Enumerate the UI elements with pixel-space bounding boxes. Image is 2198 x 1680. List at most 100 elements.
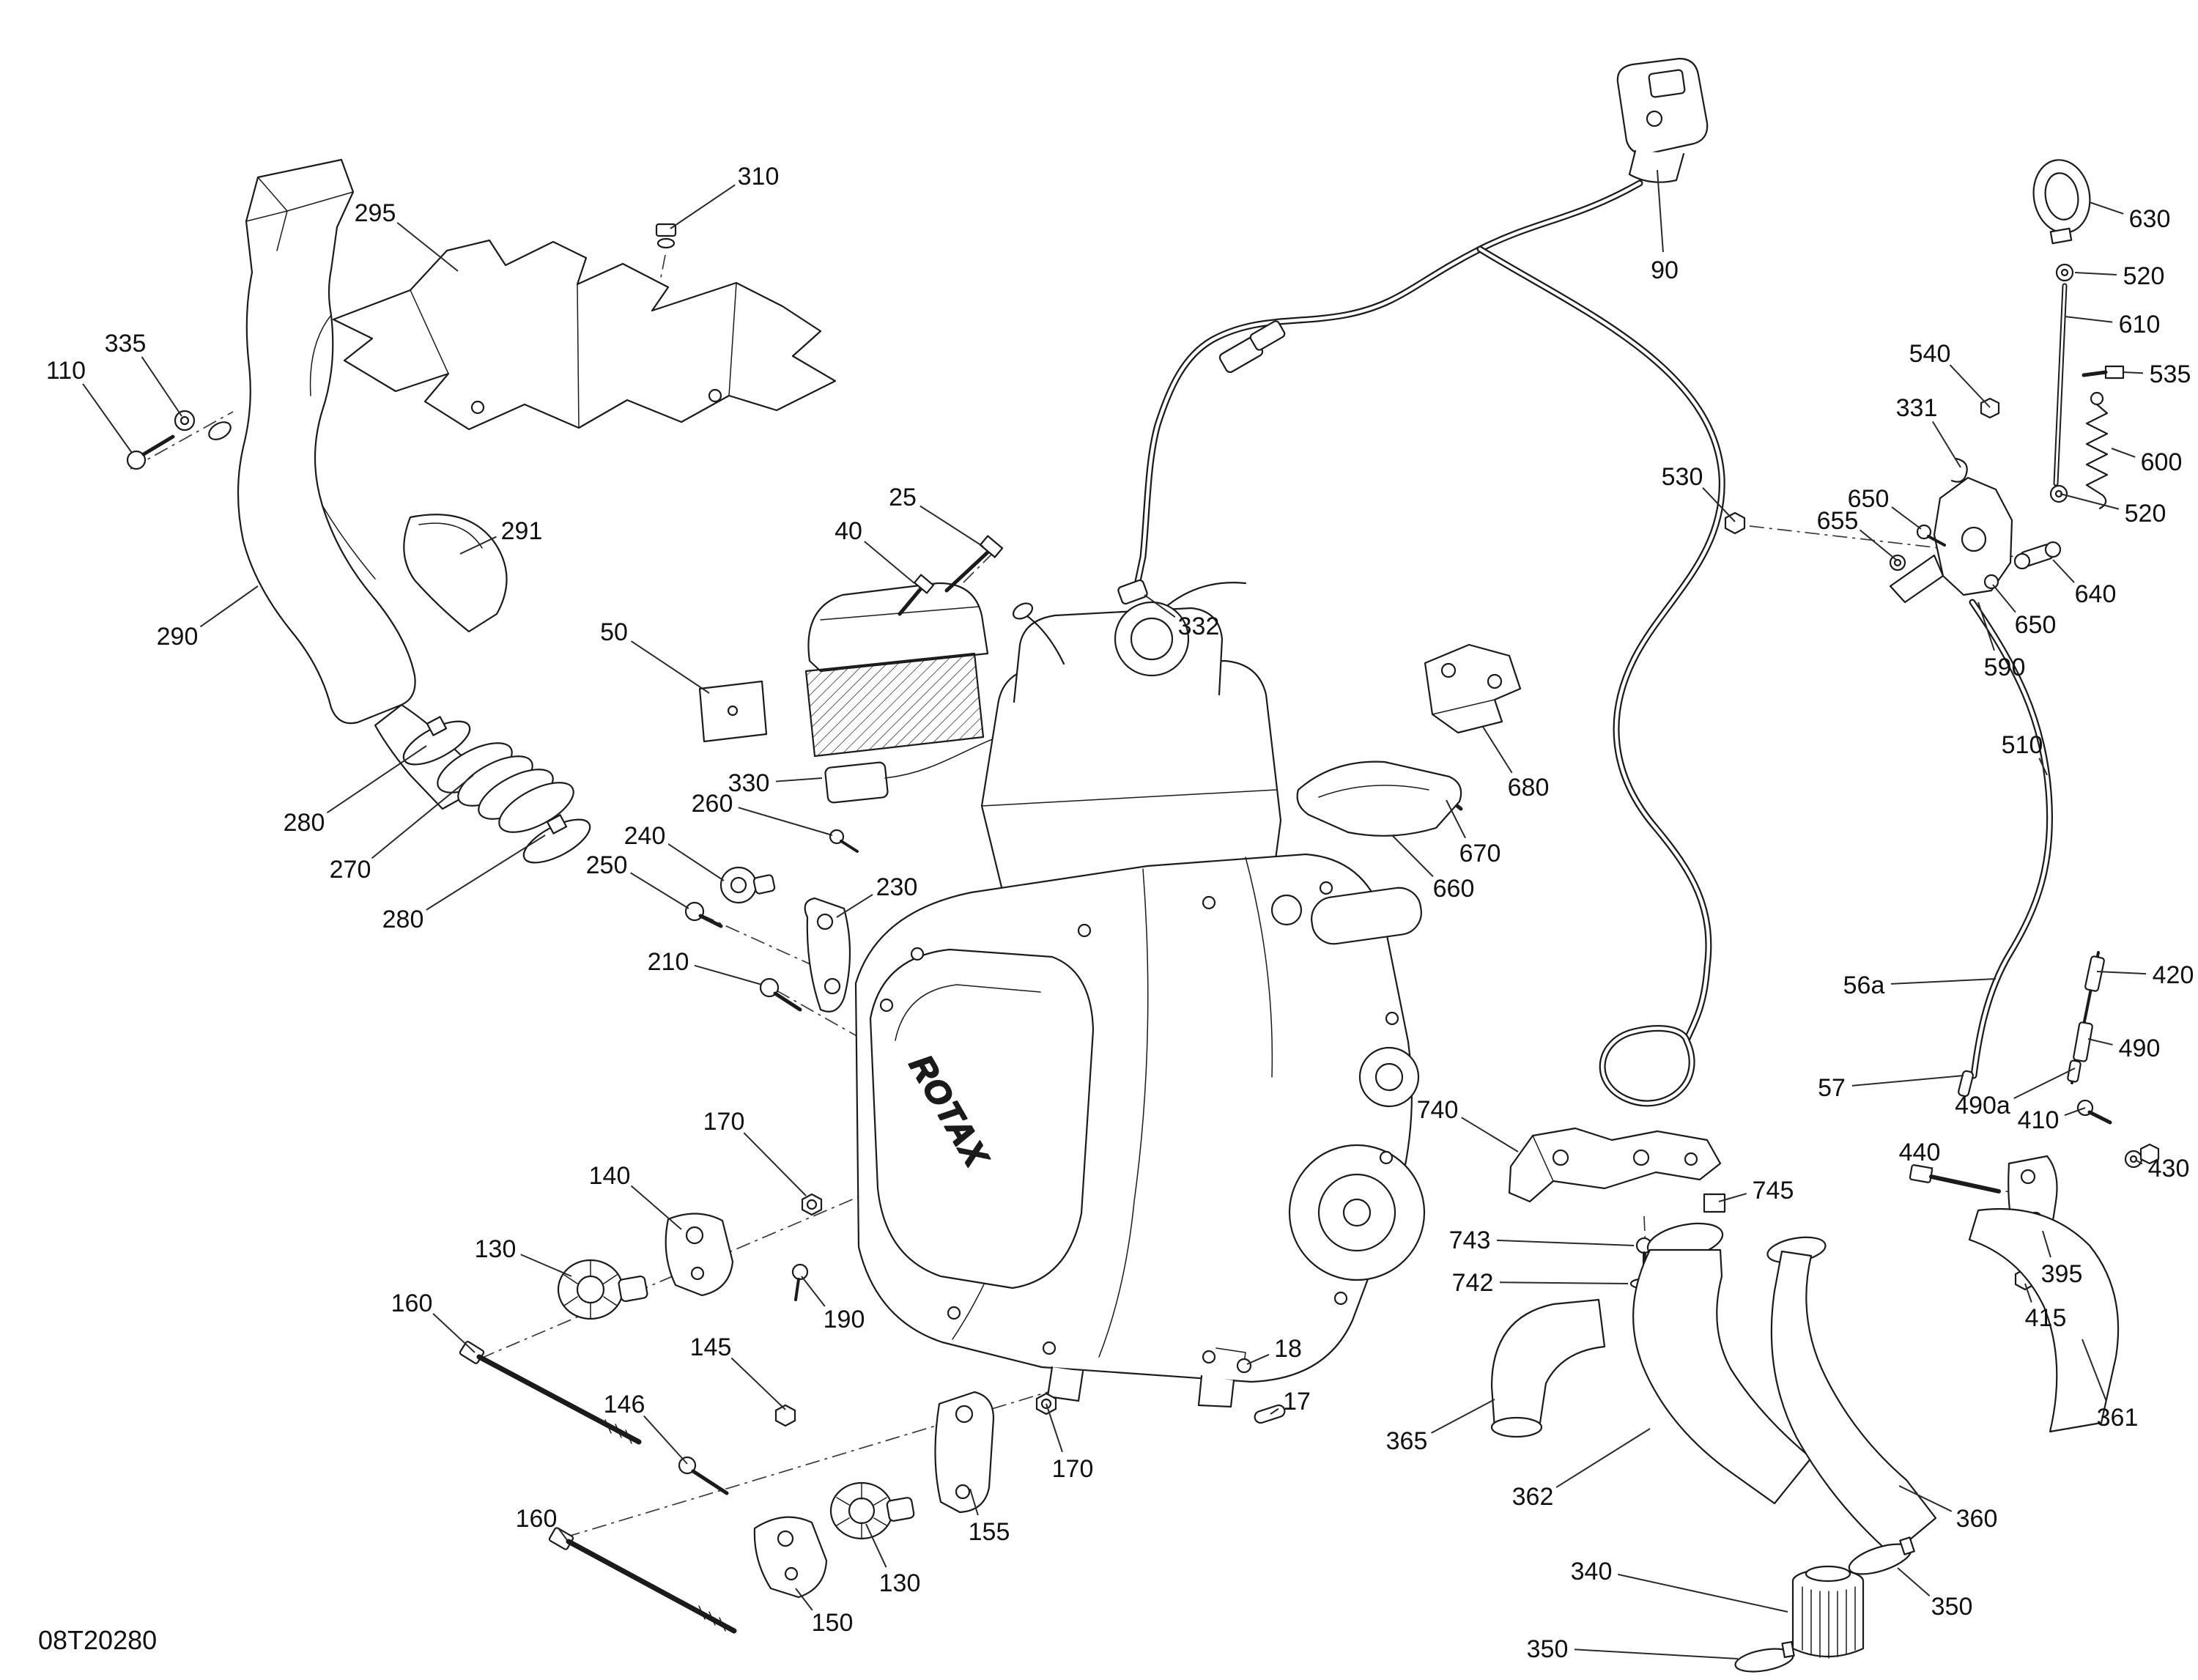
callout-520[interactable]: 520 [2074, 262, 2165, 290]
callout-56a[interactable]: 56a [1843, 972, 1997, 999]
callout-745[interactable]: 745 [1718, 1177, 1794, 1205]
callout-160[interactable]: 160 [516, 1505, 568, 1541]
callout-18[interactable]: 18 [1246, 1335, 1302, 1365]
callout-57[interactable]: 57 [1818, 1074, 1964, 1102]
callout-25[interactable]: 25 [889, 484, 984, 547]
callout-295[interactable]: 295 [355, 199, 459, 272]
callout-430[interactable]: 430 [2136, 1155, 2189, 1183]
svg-text:170: 170 [1052, 1455, 1094, 1483]
svg-text:145: 145 [690, 1333, 732, 1361]
callout-590[interactable]: 590 [1977, 602, 2026, 681]
svg-text:350: 350 [1527, 1635, 1569, 1663]
heat-shield [332, 223, 837, 431]
callout-310[interactable]: 310 [670, 163, 779, 229]
callout-395[interactable]: 395 [2041, 1230, 2083, 1288]
callout-510[interactable]: 510 [2002, 731, 2048, 776]
callout-145[interactable]: 145 [690, 1333, 786, 1410]
svg-text:270: 270 [330, 856, 371, 884]
callout-210[interactable]: 210 [648, 948, 763, 985]
svg-text:510: 510 [2002, 731, 2043, 759]
svg-text:745: 745 [1753, 1177, 1794, 1205]
callout-331[interactable]: 331 [1896, 394, 1961, 468]
callout-361[interactable]: 361 [2082, 1339, 2138, 1432]
callout-670[interactable]: 670 [1446, 799, 1501, 867]
callout-280[interactable]: 280 [382, 835, 546, 933]
callout-280[interactable]: 280 [284, 745, 427, 837]
svg-text:250: 250 [586, 851, 628, 879]
callout-250[interactable]: 250 [586, 851, 689, 909]
callout-650[interactable]: 650 [1992, 584, 2056, 639]
callout-330[interactable]: 330 [728, 769, 823, 797]
callout-650[interactable]: 650 [1848, 485, 1922, 530]
callout-150[interactable]: 150 [795, 1588, 853, 1637]
callout-130[interactable]: 130 [865, 1523, 920, 1597]
callout-740[interactable]: 740 [1417, 1096, 1519, 1152]
callout-742[interactable]: 742 [1452, 1269, 1629, 1297]
callout-362[interactable]: 362 [1512, 1428, 1651, 1511]
callout-655[interactable]: 655 [1817, 507, 1897, 560]
svg-text:395: 395 [2041, 1260, 2083, 1288]
callout-332[interactable]: 332 [1144, 594, 1220, 640]
callout-610[interactable]: 610 [2064, 311, 2160, 338]
callout-340[interactable]: 340 [1571, 1558, 1788, 1613]
callout-360[interactable]: 360 [1898, 1485, 1997, 1533]
svg-text:361: 361 [2097, 1404, 2139, 1432]
callout-90[interactable]: 90 [1651, 169, 1679, 284]
callout-350[interactable]: 350 [1527, 1635, 1739, 1663]
callout-146[interactable]: 146 [604, 1391, 688, 1465]
callout-240[interactable]: 240 [624, 822, 725, 881]
svg-text:590: 590 [1984, 654, 2026, 681]
svg-text:155: 155 [969, 1518, 1010, 1546]
svg-text:18: 18 [1274, 1335, 1302, 1363]
callout-350[interactable]: 350 [1897, 1567, 1972, 1621]
callout-410[interactable]: 410 [2018, 1106, 2086, 1134]
svg-text:530: 530 [1662, 463, 1703, 491]
svg-text:535: 535 [2150, 360, 2191, 388]
callout-600[interactable]: 600 [2111, 448, 2182, 476]
callout-660[interactable]: 660 [1391, 835, 1474, 903]
shift-cable-assembly [1909, 602, 2160, 1291]
callout-170[interactable]: 170 [1046, 1403, 1094, 1483]
callout-540[interactable]: 540 [1909, 340, 1991, 408]
svg-text:17: 17 [1283, 1388, 1311, 1416]
svg-text:335: 335 [105, 330, 147, 358]
callout-415[interactable]: 415 [2024, 1283, 2067, 1332]
callout-640[interactable]: 640 [2052, 559, 2116, 608]
svg-text:291: 291 [501, 517, 543, 545]
callout-40[interactable]: 40 [835, 517, 915, 584]
callout-290[interactable]: 290 [157, 585, 259, 651]
wiring-harness [1117, 57, 1722, 1103]
callout-140[interactable]: 140 [589, 1162, 682, 1230]
callout-170[interactable]: 170 [703, 1108, 807, 1196]
callout-420[interactable]: 420 [2096, 961, 2194, 989]
callout-335[interactable]: 335 [105, 330, 182, 417]
svg-text:650: 650 [1848, 485, 1890, 513]
callout-270[interactable]: 270 [330, 774, 474, 884]
callout-260[interactable]: 260 [692, 790, 833, 836]
callout-490[interactable]: 490 [2087, 1035, 2160, 1062]
callout-530[interactable]: 530 [1662, 463, 1736, 522]
callout-110[interactable]: 110 [46, 357, 133, 454]
callout-520[interactable]: 520 [2060, 493, 2166, 528]
callout-535[interactable]: 535 [2123, 360, 2191, 388]
callout-190[interactable]: 190 [801, 1276, 865, 1333]
svg-text:740: 740 [1417, 1096, 1459, 1124]
svg-text:25: 25 [889, 484, 917, 511]
callout-680[interactable]: 680 [1482, 726, 1549, 802]
callout-291[interactable]: 291 [459, 517, 543, 555]
callout-490a[interactable]: 490a [1955, 1067, 2076, 1120]
svg-text:260: 260 [692, 790, 733, 818]
callout-230[interactable]: 230 [836, 873, 917, 918]
callout-155[interactable]: 155 [969, 1488, 1010, 1546]
callout-130[interactable]: 130 [475, 1235, 572, 1277]
svg-text:520: 520 [2123, 262, 2165, 290]
callout-160[interactable]: 160 [391, 1289, 476, 1353]
callout-50[interactable]: 50 [600, 618, 710, 694]
callout-630[interactable]: 630 [2089, 201, 2170, 233]
callout-440[interactable]: 440 [1899, 1139, 1941, 1174]
callout-365[interactable]: 365 [1386, 1399, 1495, 1455]
svg-text:332: 332 [1178, 613, 1220, 640]
callout-17[interactable]: 17 [1270, 1388, 1311, 1416]
callout-743[interactable]: 743 [1449, 1226, 1635, 1254]
